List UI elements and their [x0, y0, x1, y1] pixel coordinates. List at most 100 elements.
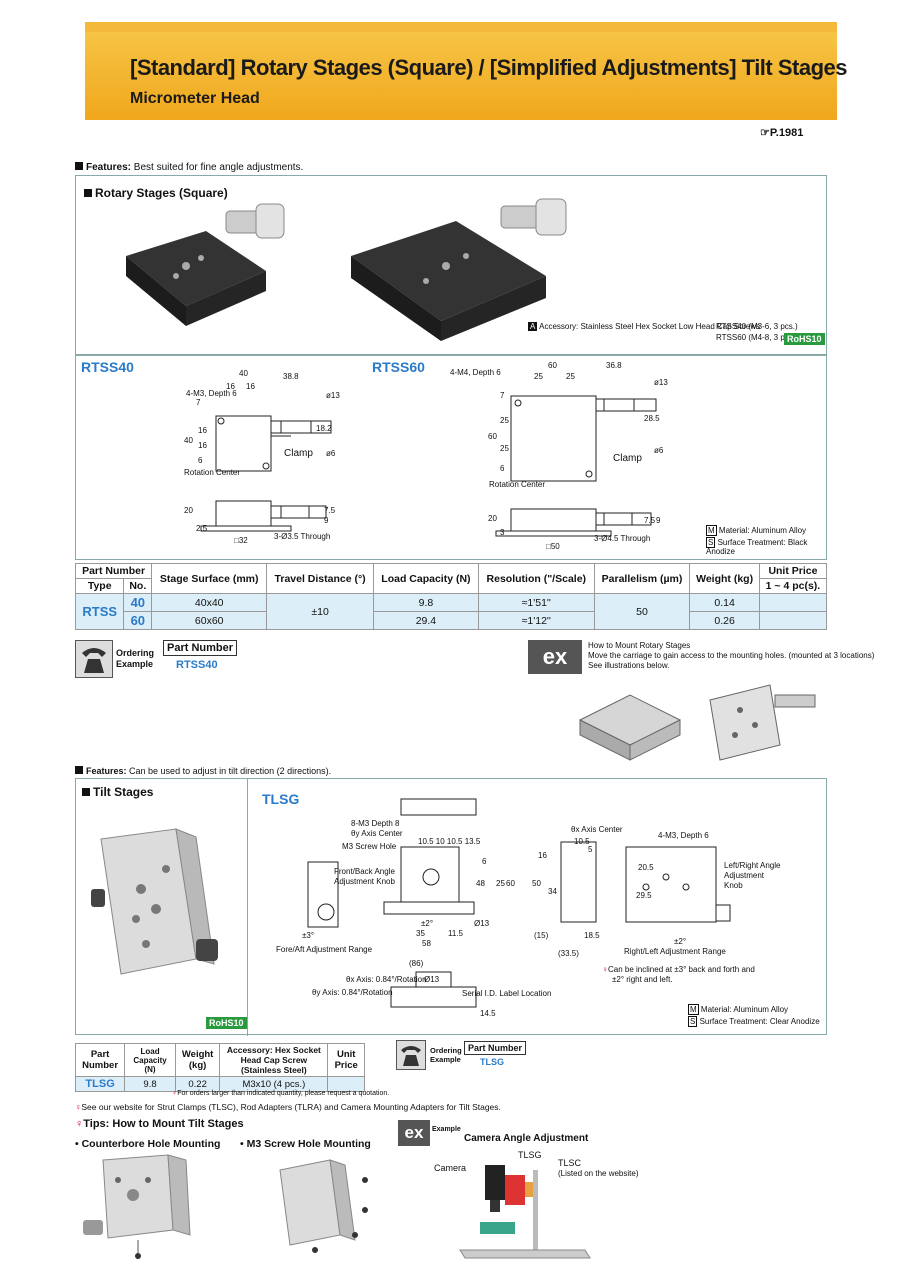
- col-type: Type: [74, 578, 125, 594]
- col-qty: 1 ~ 4 pc(s).: [758, 578, 828, 594]
- load-cell: 29.4: [373, 611, 479, 630]
- dim-29-5: 29.5: [636, 891, 652, 900]
- col-weight: Weight (kg): [174, 1043, 221, 1077]
- dim-9: 9: [324, 516, 329, 525]
- tilt-surface: S Surface Treatment: Clear Anodize: [688, 1016, 820, 1027]
- dim-18-2: 18.2: [316, 424, 332, 433]
- no-cell: 60: [123, 611, 153, 630]
- rtss40-drawing: [200, 415, 332, 532]
- dim-9: 9: [656, 516, 661, 525]
- dim-60-height: 60: [488, 432, 497, 441]
- tips-title: ♀Tips: How to Mount Tilt Stages: [75, 1118, 244, 1130]
- part-number-box: Part Number: [464, 1041, 527, 1055]
- accessory-rtss60: RTSS60 (M4-8, 3 pcs.): [716, 333, 798, 342]
- tip-icon: ♀: [172, 1090, 178, 1097]
- tlsg-drawing: [307, 798, 731, 1008]
- counterbore-label: • Counterbore Hole Mounting: [75, 1138, 221, 1150]
- dim-36-8: 36.8: [606, 361, 622, 370]
- col-parallelism: Parallelism (µm): [593, 563, 691, 594]
- part-number-box: Part Number: [163, 640, 238, 656]
- dim-60: 60: [506, 879, 515, 888]
- m3-mounting-label: • M3 Screw Hole Mounting: [240, 1138, 371, 1150]
- phone-icon: [396, 1040, 426, 1070]
- dim-35: 35: [416, 929, 425, 938]
- dim-square-50: □50: [546, 542, 560, 551]
- lr-range: Right/Left Adjustment Range: [624, 947, 726, 956]
- fore-aft-range: Fore/Aft Adjustment Range: [276, 945, 373, 954]
- front-back-knob-label: Adjustment Knob: [334, 877, 395, 886]
- incline-note: ♀Can be inclined at ±3° back and forth a…: [602, 965, 755, 974]
- lr-knob-label: Knob: [724, 881, 743, 890]
- col-weight: Weight (kg): [689, 563, 760, 594]
- rotary-drawing-panel: RTSS40 RTSS60 4-M3, Depth 6 40 16 16 38.…: [75, 355, 827, 560]
- mount-illustrations: [578, 684, 816, 761]
- tip-icon: ♀: [75, 1118, 84, 1130]
- tip-icon: ♀: [75, 1102, 82, 1112]
- dim-16: 16: [538, 851, 547, 860]
- dim-plus-minus-2: ±2°: [421, 919, 434, 928]
- lr-knob-label: Left/Right Angle: [724, 861, 781, 870]
- tilt-features: Features: Can be used to adjust in tilt …: [75, 766, 331, 776]
- dim-38-8: 38.8: [283, 372, 299, 381]
- dim-6: 6: [198, 456, 203, 465]
- page-title: [Standard] Rotary Stages (Square) / [Sim…: [130, 55, 848, 80]
- dim-14-5: 14.5: [480, 1009, 496, 1018]
- dim-16: 16: [246, 382, 255, 391]
- weight-cell: 0.14: [689, 593, 760, 612]
- load-cell: 9.8: [373, 593, 479, 612]
- tap-4-m3: 4-M3, Depth 6: [658, 831, 709, 840]
- rotary-section-title: Rotary Stages (Square): [84, 186, 228, 200]
- lr-knob-label: Adjustment: [724, 871, 765, 880]
- counterbore-illustration: [83, 1154, 191, 1259]
- dim-40: 40: [239, 369, 248, 378]
- parallel-cell: 50: [593, 593, 691, 630]
- model-rtss60: RTSS60: [372, 359, 425, 375]
- tlsc-label: TLSC: [558, 1158, 582, 1168]
- resolution-cell: ≈1'51'': [477, 593, 595, 612]
- col-unit-price: Unit Price: [327, 1043, 365, 1077]
- surface-cell: 40x40: [151, 593, 268, 612]
- square-bullet-icon: [82, 788, 90, 796]
- dim-50: 50: [532, 879, 541, 888]
- top-dimensions: 10.5 10 10.5 13.5: [418, 837, 481, 846]
- accessory-cell: M3x10 (4 pcs.): [219, 1076, 329, 1092]
- rtss40-tap: 4-M3, Depth 6: [186, 389, 237, 398]
- serial-label-location: Serial I.D. Label Location: [462, 989, 552, 998]
- dim-7: 7: [500, 391, 505, 400]
- model-rtss40: RTSS40: [81, 359, 134, 375]
- dim-58: 58: [422, 939, 431, 948]
- dim-25: 25: [534, 372, 543, 381]
- rotation-center-label: Rotation Center: [489, 480, 546, 489]
- dim-25-height: 25: [500, 444, 509, 453]
- dim-10-5: 10.5: [574, 837, 590, 846]
- dim-7-5: 7.5: [644, 516, 656, 525]
- surface-cell: 60x60: [151, 611, 268, 630]
- rohs-badge: RoHS10: [206, 1017, 247, 1029]
- dim-11-5: 11.5: [448, 929, 463, 938]
- dim-16-height: 16: [198, 441, 207, 450]
- m3-screw-hole: M3 Screw Hole: [342, 842, 397, 851]
- rtss60-drawing: [495, 395, 657, 537]
- dim-25-height: 25: [500, 416, 509, 425]
- tilt-stage-photo: [91, 828, 218, 975]
- rotary-spec-table: Part Number Stage Surface (mm) Travel Di…: [74, 563, 828, 630]
- dim-25: 25: [496, 879, 505, 888]
- lr-degree: ±2°: [674, 937, 687, 946]
- dim-16-height: 16: [198, 426, 207, 435]
- col-stage-surface: Stage Surface (mm): [151, 563, 268, 594]
- dim-diameter-13: Ø13: [474, 919, 490, 928]
- rohs-badge: RoHS10: [784, 333, 825, 345]
- rotary-surface: S Surface Treatment: Black Anodize: [706, 537, 808, 556]
- x-axis-rotation: θx Axis: 0.84°/Rotation: [346, 975, 427, 984]
- page-reference[interactable]: ☞P.1981: [760, 127, 804, 139]
- dim-5: 5: [588, 845, 593, 854]
- dim-6: 6: [482, 857, 487, 866]
- dim-diameter-6: ø6: [326, 449, 336, 458]
- pointer-icon: ☞: [760, 127, 770, 139]
- dim-28-5: 28.5: [644, 414, 660, 423]
- clamp-label: Clamp: [613, 453, 642, 464]
- price-cell: [327, 1076, 365, 1092]
- no-cell: 40: [123, 593, 153, 612]
